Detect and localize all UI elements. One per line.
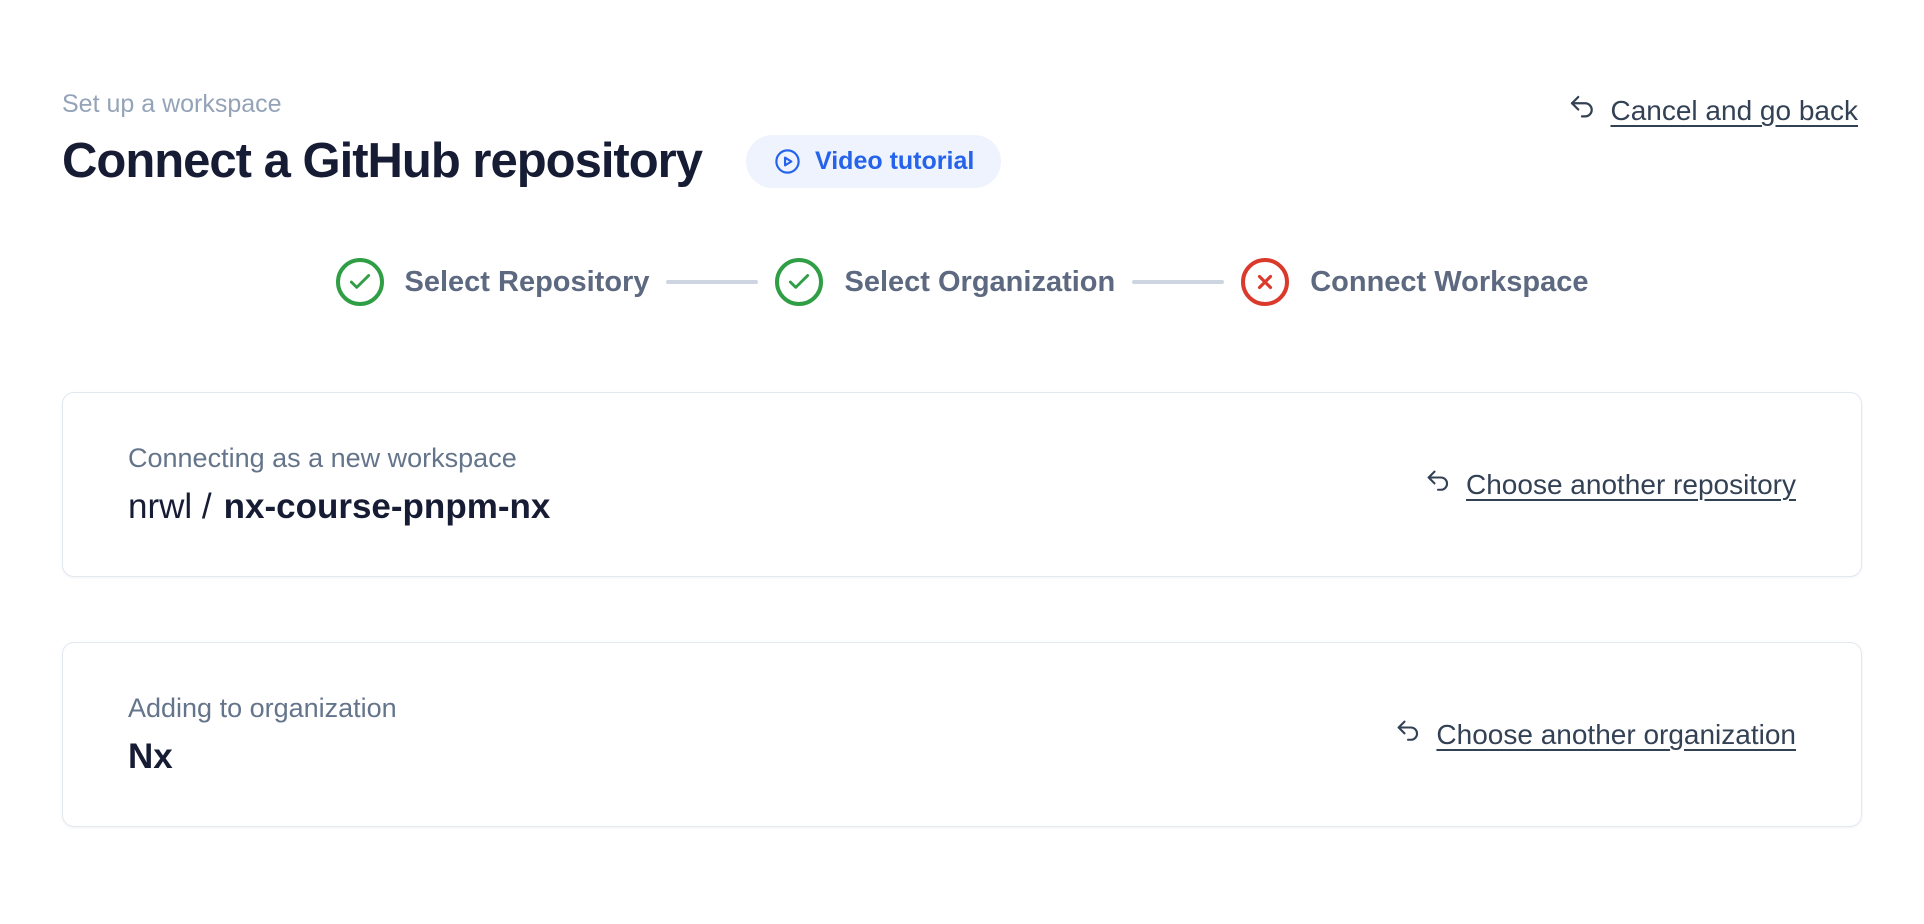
step-connect-workspace: Connect Workspace xyxy=(1241,258,1588,306)
organization-card-info: Adding to organization Nx xyxy=(128,691,397,779)
video-tutorial-button[interactable]: Video tutorial xyxy=(746,134,1002,188)
choose-another-repository-label: Choose another repository xyxy=(1466,468,1796,500)
repository-owner: nrwl / xyxy=(128,486,212,526)
play-circle-icon xyxy=(773,147,802,176)
progress-stepper: Select Repository Select Organization Co… xyxy=(62,258,1862,306)
repository-repo-name: nx-course-pnpm-nx xyxy=(223,486,551,526)
video-tutorial-label: Video tutorial xyxy=(815,146,975,175)
choose-another-organization-link[interactable]: Choose another organization xyxy=(1394,717,1796,752)
check-circle-icon xyxy=(335,258,384,306)
check-circle-icon xyxy=(775,258,824,306)
undo-arrow-icon xyxy=(1567,92,1597,129)
repository-card-info: Connecting as a new workspace nrwl / nx-c… xyxy=(128,441,550,529)
step-label: Connect Workspace xyxy=(1310,265,1589,298)
organization-name: Nx xyxy=(128,736,173,776)
repository-name: nrwl / nx-course-pnpm-nx xyxy=(128,485,550,529)
repository-card-label: Connecting as a new workspace xyxy=(128,442,517,473)
repository-card: Connecting as a new workspace nrwl / nx-c… xyxy=(62,392,1862,577)
cancel-link-label: Cancel and go back xyxy=(1610,94,1858,126)
step-select-repository: Select Repository xyxy=(335,258,650,306)
undo-arrow-icon xyxy=(1424,467,1452,502)
title-row: Connect a GitHub repository Video tutori… xyxy=(62,132,1862,190)
step-label: Select Repository xyxy=(404,265,650,298)
step-select-organization: Select Organization xyxy=(775,258,1115,306)
eyebrow-text: Set up a workspace xyxy=(62,90,282,118)
step-connector xyxy=(666,280,759,284)
step-label: Select Organization xyxy=(844,265,1116,298)
organization-card: Adding to organization Nx Choose another… xyxy=(62,642,1862,827)
choose-another-repository-link[interactable]: Choose another repository xyxy=(1424,467,1796,502)
page-title: Connect a GitHub repository xyxy=(62,134,703,188)
undo-arrow-icon xyxy=(1394,717,1422,752)
x-circle-icon xyxy=(1241,258,1290,306)
organization-card-label: Adding to organization xyxy=(128,692,397,723)
choose-another-organization-label: Choose another organization xyxy=(1436,718,1796,750)
cancel-and-go-back-link[interactable]: Cancel and go back xyxy=(1567,92,1858,129)
step-connector xyxy=(1132,280,1225,284)
